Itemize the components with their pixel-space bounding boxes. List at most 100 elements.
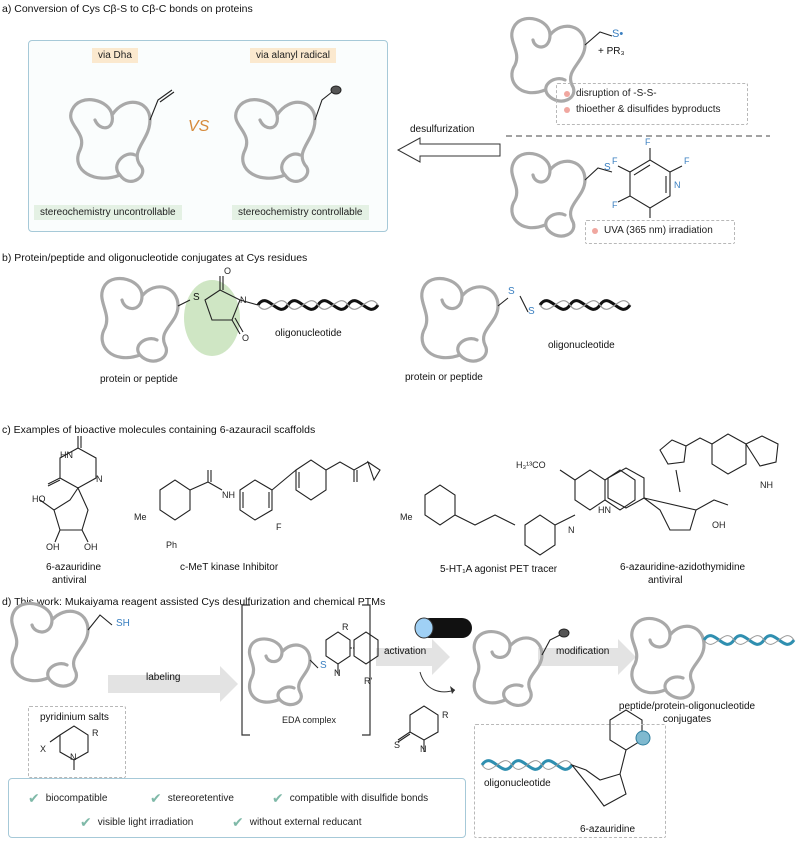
linker-b1 [177, 299, 191, 307]
check-icon: ✔ [28, 790, 40, 806]
c-hn-label-1: HN [60, 450, 73, 460]
desulfurization-label: desulfurization [410, 124, 475, 135]
protein-blob-b1 [100, 276, 180, 363]
oligonucleotide-label-d: oligonucleotide [484, 778, 551, 789]
n-atom-pyridine: N [674, 180, 681, 190]
disulfide-bond [519, 295, 529, 313]
azt-conjugate-structure [607, 433, 779, 531]
tetrafluoropyridine-structure [617, 148, 683, 218]
thiopyridone-r-label: R [442, 710, 449, 720]
oligo-helix-b1-back [257, 300, 379, 310]
eda-complex-label: EDA complex [282, 715, 337, 725]
eda-pyridinium-structure [325, 631, 351, 674]
byproduct-arrow [419, 671, 456, 693]
uva-box [585, 220, 735, 244]
thiopyridone-s-label: S [394, 740, 401, 750]
c-n-label-1: N [96, 474, 103, 484]
bullet-byproducts: thioether & disulfides byproducts [564, 104, 721, 115]
c-nh-label-azt: NH [760, 480, 773, 490]
mol1-sub: antiviral [52, 575, 87, 586]
mol1-name: 6-azauridine [46, 562, 102, 573]
eda-n-label: N [334, 668, 341, 678]
vs-label: VS [188, 118, 210, 135]
c-oh-label-1: OH [46, 542, 60, 552]
b-s-atom-1: S [508, 286, 515, 297]
c-oh-label-azt: OH [712, 520, 726, 530]
protein-blob-eda [247, 637, 319, 707]
oligo-helix-b2-back [539, 300, 631, 310]
pyridinium-n-label: N [70, 752, 77, 762]
c-me-label-1: Me [134, 512, 147, 522]
modification-arrow [538, 639, 636, 675]
check-icon: ✔ [150, 790, 162, 806]
s-radical-label: S• [612, 28, 624, 40]
s-atom-label: S [604, 162, 611, 173]
thiopyridone-n-label: N [420, 744, 427, 754]
protein-blob-d-start [10, 601, 113, 688]
light-source-lens [414, 617, 434, 639]
feature-visible-light: ✔visible light irradiation [80, 814, 194, 830]
azauridine-highlight [635, 730, 651, 746]
eda-s-label: S [320, 660, 327, 671]
c-nh-label-1: NH [222, 490, 235, 500]
sh-label: SH [116, 618, 130, 629]
c-me-label-2: Me [400, 512, 413, 522]
protein-blob-radical-d [472, 628, 570, 707]
b-o-atom-bottom: O [242, 333, 250, 343]
eda-azauracil-structure [350, 631, 379, 665]
mol2-name: c-MeT kinase Inhibitor [180, 562, 279, 573]
bullet-uva: UVA (365 nm) irradiation [592, 225, 713, 236]
thiopyridone-structure [397, 705, 439, 752]
a-left-box [28, 40, 388, 232]
mol4-sub: antiviral [648, 575, 683, 586]
protein-blob-dha [69, 89, 175, 183]
via-radical-tag: via alanyl radical [250, 48, 336, 63]
labeling-arrow [108, 666, 238, 702]
bullet-disruption: disruption of -S-S- [564, 88, 657, 99]
f-atom-left: F [612, 156, 618, 166]
f-atom-bottom: F [612, 200, 618, 210]
maleimide-highlight [184, 280, 240, 356]
conjugates-label: peptide/protein-oligonucleotide conjugat… [618, 701, 756, 725]
linker-b2 [497, 297, 509, 307]
stereo-controllable-tag: stereochemistry controllable [232, 205, 369, 220]
feature-no-reductant: ✔without external reducant [232, 814, 362, 830]
c-n-label-tracer: N [568, 525, 575, 535]
pyridinium-x-label: X [40, 744, 47, 754]
protein-blob-sradical [510, 16, 613, 103]
pyridinium-salt-structure [49, 725, 89, 770]
cmet-structure [159, 459, 381, 521]
mol4-name: 6-azauridine-azidothymidine [620, 562, 746, 573]
maleimide-structure [204, 276, 259, 335]
f-atom-right: F [684, 156, 690, 166]
section-a-title: a) Conversion of Cys Cβ-S to Cβ-C bonds … [2, 3, 253, 15]
side-effects-box [556, 83, 748, 125]
check-icon: ✔ [80, 814, 92, 830]
labeling-label: labeling [146, 672, 181, 683]
tracer-structure [424, 469, 636, 556]
azauridine-structure [39, 436, 97, 543]
activation-arrow [376, 639, 450, 675]
features-box [8, 778, 466, 838]
mol3-name: 5-HT₁A agonist PET tracer [440, 564, 558, 575]
f-atom-top: F [645, 137, 651, 147]
oligo-helix-final-back [703, 635, 795, 645]
b-n-atom: N [240, 295, 247, 305]
protein-label-b2: protein or peptide [405, 372, 483, 383]
c-ph-label: Ph [166, 540, 178, 550]
b-s-atom-2: S [528, 306, 535, 317]
modification-label: modification [556, 646, 610, 657]
section-b-title: b) Protein/peptide and oligonucleotide c… [2, 252, 308, 264]
oligo-helix-bottom-back [481, 760, 573, 770]
feature-biocompatible: ✔biocompatible [28, 790, 108, 806]
c-ho-label: HO [32, 494, 46, 504]
c-h13co-label: H₃¹³CO [516, 460, 546, 470]
activation-label: activation [384, 646, 427, 657]
pyridinium-r-label: R [92, 728, 99, 738]
protein-label-b1: protein or peptide [100, 374, 178, 385]
protein-blob-radical [234, 85, 342, 183]
bracket-right [362, 604, 371, 736]
c-f-label: F [276, 522, 282, 532]
